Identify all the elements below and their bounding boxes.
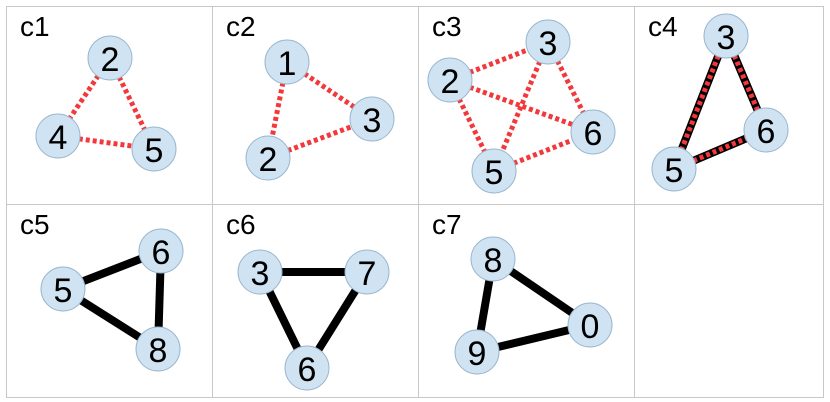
node-6: 6	[284, 345, 330, 391]
node-circle	[471, 148, 517, 194]
cells-layer: c1 2 4 5 c2 1 3 2 c3 3 2 6 5 c4 3 6 5 c5 6 5 8 c6 3 7 6 c7 8 0 9	[20, 11, 789, 391]
cell-label: c7	[432, 209, 462, 240]
graph-cell-c3: c3 3 2 6 5	[427, 11, 616, 194]
cell-label: c4	[648, 11, 678, 42]
node-circle	[570, 109, 616, 155]
node-label: 2	[259, 141, 278, 179]
node-3: 3	[237, 249, 283, 295]
node-7: 7	[344, 249, 390, 295]
dashed-edge-3-5	[671, 35, 729, 170]
node-label: 5	[485, 154, 504, 192]
node-9: 9	[454, 329, 500, 375]
graph-cell-c1: c1 2 4 5	[20, 11, 177, 172]
node-label: 9	[468, 335, 487, 373]
cell-label: c2	[226, 11, 256, 42]
node-circle	[454, 329, 500, 375]
node-2: 2	[427, 57, 473, 103]
graph-cell-c5: c5 6 5 8	[20, 209, 184, 372]
node-circle	[344, 249, 390, 295]
node-6: 6	[570, 109, 616, 155]
node-circle	[135, 326, 181, 372]
graph-cell-c7: c7 8 0 9	[432, 209, 613, 375]
node-label: 6	[584, 115, 603, 153]
node-circle	[138, 228, 184, 274]
node-8: 8	[135, 326, 181, 372]
node-5: 5	[40, 266, 86, 312]
node-8: 8	[470, 236, 516, 282]
node-3: 3	[349, 96, 395, 142]
cell-label: c3	[432, 11, 462, 42]
node-circle	[87, 35, 133, 81]
node-label: 5	[145, 132, 164, 170]
node-circle	[284, 345, 330, 391]
node-circle	[651, 146, 697, 192]
grid-lines	[6, 6, 824, 398]
node-5: 5	[651, 146, 697, 192]
node-label: 3	[717, 19, 736, 57]
node-2: 2	[87, 35, 133, 81]
node-circle	[349, 96, 395, 142]
node-label: 6	[757, 113, 776, 151]
node-label: 6	[152, 234, 171, 272]
dashed-edge-2-6	[449, 77, 594, 135]
node-label: 4	[49, 119, 68, 157]
node-6: 6	[138, 228, 184, 274]
node-3: 3	[703, 13, 749, 59]
node-label: 3	[539, 25, 558, 63]
node-label: 8	[149, 332, 168, 370]
node-circle	[525, 19, 571, 65]
grid-border	[6, 6, 824, 398]
node-circle	[264, 39, 310, 85]
node-3: 3	[525, 19, 571, 65]
node-5: 5	[471, 148, 517, 194]
cell-label: c5	[20, 209, 50, 240]
node-6: 6	[743, 107, 789, 153]
node-4: 4	[35, 113, 81, 159]
node-circle	[427, 57, 473, 103]
node-label: 8	[484, 242, 503, 280]
graph-cell-c4: c4 3 6 5	[648, 11, 789, 192]
node-5: 5	[131, 126, 177, 172]
node-circle	[703, 13, 749, 59]
graph-cell-c6: c6 3 7 6	[226, 209, 390, 391]
node-label: 6	[298, 351, 317, 389]
node-circle	[567, 302, 613, 348]
node-label: 2	[101, 41, 120, 79]
node-label: 0	[581, 308, 600, 346]
cell-label: c6	[226, 209, 256, 240]
node-circle	[237, 249, 283, 295]
node-circle	[245, 135, 291, 181]
node-circle	[470, 236, 516, 282]
node-circle	[40, 266, 86, 312]
node-label: 7	[358, 255, 377, 293]
node-1: 1	[264, 39, 310, 85]
node-circle	[743, 107, 789, 153]
dashed-edge-3-5	[491, 41, 551, 172]
node-label: 5	[54, 272, 73, 310]
node-label: 3	[363, 102, 382, 140]
node-label: 3	[251, 255, 270, 293]
node-label: 5	[665, 152, 684, 190]
node-2: 2	[245, 135, 291, 181]
node-0: 0	[567, 302, 613, 348]
node-circle	[131, 126, 177, 172]
node-label: 1	[278, 45, 297, 83]
graph-cell-c2: c2 1 3 2	[226, 11, 395, 181]
node-circle	[35, 113, 81, 159]
node-label: 2	[441, 63, 460, 101]
cell-label: c1	[20, 11, 50, 42]
